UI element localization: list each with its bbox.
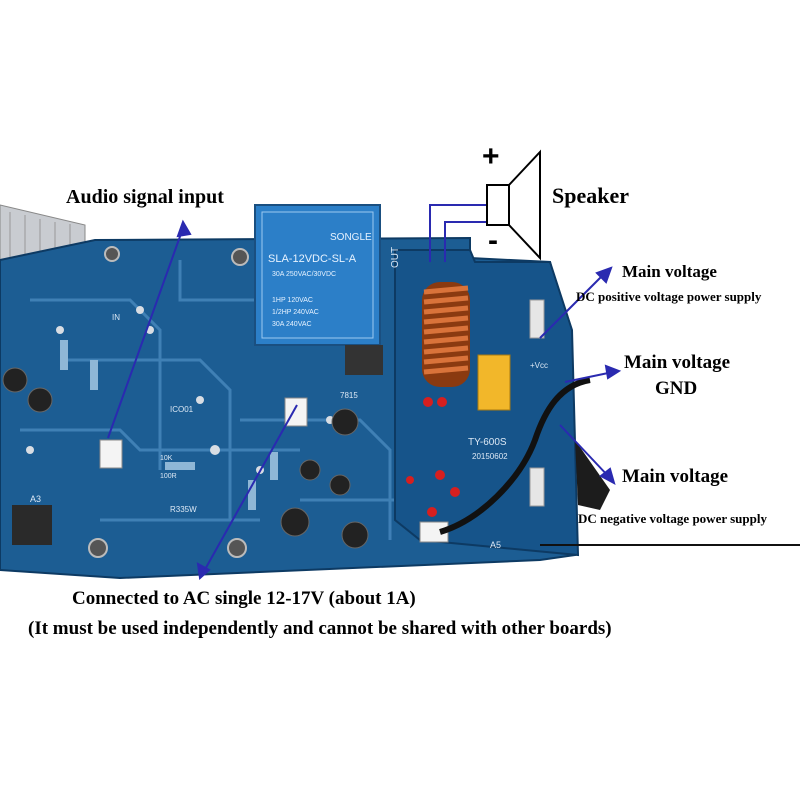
audio-input-label: Audio signal input	[66, 186, 224, 208]
marking-ic: ICO01	[170, 405, 194, 414]
marking-out: OUT	[390, 247, 401, 268]
marking-in: IN	[112, 313, 120, 322]
relay-rating-2: 1HP 120VAC	[272, 297, 313, 304]
power-transistor	[12, 505, 52, 545]
fuse-negative	[529, 467, 545, 507]
marking-a5: A5	[490, 540, 501, 550]
main-voltage-negative-label: Main voltage	[622, 466, 729, 487]
marking-date: 20150602	[472, 452, 508, 461]
speaker-plus-sign: +	[482, 140, 500, 173]
speaker-icon	[429, 149, 541, 262]
marking-10k: 10K	[160, 455, 173, 462]
annotation-arrows	[107, 219, 622, 580]
fuse-positive	[529, 299, 545, 339]
audio-input-connector	[99, 439, 123, 469]
relay-model: SLA-12VDC-SL-A	[268, 253, 357, 265]
relay: SONGLE SLA-12VDC-SL-A 30A 250VAC/30VDC 1…	[254, 204, 381, 346]
independent-use-note: (It must be used independently and canno…	[28, 618, 612, 639]
enclosure-corner	[575, 440, 610, 510]
speaker-label: Speaker	[552, 183, 629, 208]
relay-rating-4: 30A 240VAC	[272, 321, 312, 328]
ac-supply-label: Connected to AC single 12-17V (about 1A)	[72, 588, 416, 609]
relay-rating-3: 1/2HP 240VAC	[272, 309, 319, 316]
capacitors	[2, 367, 369, 549]
marking-100r: 100R	[160, 473, 177, 480]
speaker-minus-sign: -	[488, 224, 498, 257]
red-leds	[406, 397, 460, 517]
marking-7815: 7815	[340, 391, 358, 400]
gnd-wire	[439, 377, 591, 535]
dc-negative-label: DC negative voltage power supply	[578, 511, 767, 526]
marking-model: TY-600S	[468, 437, 507, 448]
film-capacitor	[477, 354, 511, 411]
marking-vcc: +Vcc	[530, 361, 548, 370]
relay-brand: SONGLE	[330, 232, 372, 243]
regulator	[345, 345, 383, 375]
main-voltage-positive-label: Main voltage	[622, 262, 717, 281]
resistors	[60, 340, 278, 510]
relay-rating-1: 30A 250VAC/30VDC	[272, 271, 336, 278]
inductor-coil	[422, 282, 470, 387]
dc-positive-label: DC positive voltage power supply	[576, 289, 762, 304]
main-voltage-gnd-label: Main voltage	[624, 352, 731, 373]
marking-a3: A3	[30, 494, 41, 504]
gnd-label: GND	[655, 378, 698, 399]
marking-r33: R335W	[170, 505, 197, 514]
input-connector-2	[284, 397, 308, 427]
